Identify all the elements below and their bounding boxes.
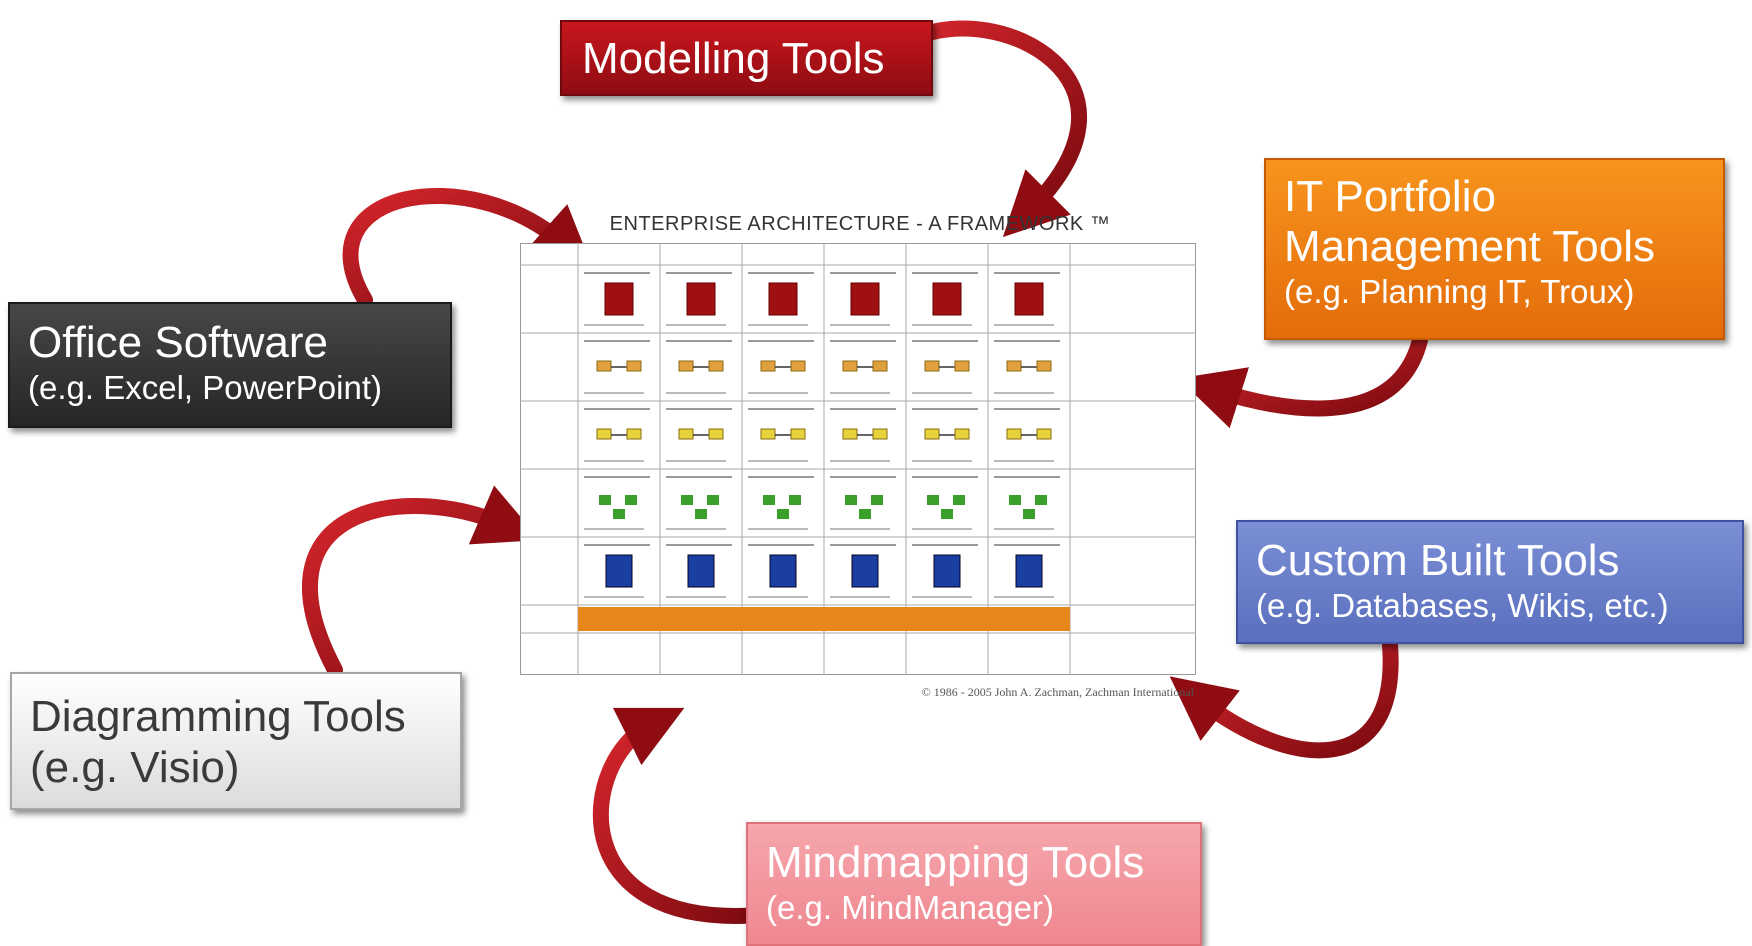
mindmapping-tools-title: Mindmapping Tools bbox=[766, 838, 1145, 887]
cell-shape-icon bbox=[1036, 360, 1052, 372]
it-portfolio-box: IT Portfolio Management Tools (e.g. Plan… bbox=[1264, 158, 1725, 340]
cell-red-icon bbox=[850, 282, 880, 316]
custom-built-tools-box: Custom Built Tools (e.g. Databases, Wiki… bbox=[1236, 520, 1744, 644]
cell-shape-icon bbox=[760, 428, 776, 440]
cell-shape-icon bbox=[872, 360, 888, 372]
diagramming-tools-box: Diagramming Tools (e.g. Visio) bbox=[10, 672, 462, 810]
cell-blue-icon bbox=[769, 554, 797, 588]
cell-green-icon bbox=[707, 495, 719, 505]
cell-green-icon bbox=[927, 495, 939, 505]
cell-red-icon bbox=[1014, 282, 1044, 316]
office-software-subtitle: (e.g. Excel, PowerPoint) bbox=[28, 369, 382, 406]
arrow-custom-to-framework bbox=[1169, 637, 1399, 759]
cell-blue-icon bbox=[933, 554, 961, 588]
cell-green-icon bbox=[859, 509, 871, 519]
cell-green-icon bbox=[695, 509, 707, 519]
cell-blue-icon bbox=[1015, 554, 1043, 588]
cell-green-icon bbox=[625, 495, 637, 505]
it-portfolio-title-line2: Management Tools bbox=[1284, 222, 1655, 271]
arrow-diagramming-to-framework bbox=[302, 485, 541, 678]
framework-title: ENTERPRISE ARCHITECTURE - A FRAMEWORK ™ bbox=[609, 213, 1111, 235]
custom-built-tools-subtitle: (e.g. Databases, Wikis, etc.) bbox=[1256, 587, 1669, 624]
cell-green-icon bbox=[1035, 495, 1047, 505]
office-software-title: Office Software bbox=[28, 318, 328, 367]
arrow-modelling-to-framework bbox=[907, 20, 1088, 238]
modelling-tools-title: Modelling Tools bbox=[582, 34, 885, 83]
modelling-tools-box: Modelling Tools bbox=[560, 20, 933, 96]
cell-shape-icon bbox=[954, 428, 970, 440]
zachman-framework-image: ENTERPRISE ARCHITECTURE - A FRAMEWORK ™ … bbox=[520, 205, 1200, 700]
cell-red-icon bbox=[932, 282, 962, 316]
cell-green-icon bbox=[681, 495, 693, 505]
cell-shape-icon bbox=[842, 360, 858, 372]
cell-blue-icon bbox=[687, 554, 715, 588]
custom-built-tools-title: Custom Built Tools bbox=[1256, 536, 1620, 585]
cell-shape-icon bbox=[842, 428, 858, 440]
office-software-box: Office Software (e.g. Excel, PowerPoint) bbox=[8, 302, 452, 428]
cell-green-icon bbox=[763, 495, 775, 505]
cell-shape-icon bbox=[760, 360, 776, 372]
cell-green-icon bbox=[599, 495, 611, 505]
cell-shape-icon bbox=[708, 360, 724, 372]
cell-green-icon bbox=[941, 509, 953, 519]
cell-red-icon bbox=[686, 282, 716, 316]
cell-green-icon bbox=[953, 495, 965, 505]
cell-red-icon bbox=[768, 282, 798, 316]
diagramming-tools-title: Diagramming Tools bbox=[30, 692, 406, 741]
cell-green-icon bbox=[613, 509, 625, 519]
framework-copyright: © 1986 - 2005 John A. Zachman, Zachman I… bbox=[921, 685, 1194, 699]
arrow-office-to-framework bbox=[342, 187, 594, 308]
cell-shape-icon bbox=[596, 428, 612, 440]
cell-shape-icon bbox=[1006, 360, 1022, 372]
cell-shape-icon bbox=[954, 360, 970, 372]
it-portfolio-title-line1: IT Portfolio bbox=[1284, 172, 1496, 221]
cell-red-icon bbox=[604, 282, 634, 316]
cell-shape-icon bbox=[626, 428, 642, 440]
cell-shape-icon bbox=[1036, 428, 1052, 440]
cell-shape-icon bbox=[1006, 428, 1022, 440]
arrow-itpm-to-framework bbox=[1178, 332, 1428, 429]
cell-green-icon bbox=[845, 495, 857, 505]
it-portfolio-subtitle: (e.g. Planning IT, Troux) bbox=[1284, 273, 1635, 310]
diagramming-tools-subtitle: (e.g. Visio) bbox=[30, 743, 240, 792]
cell-shape-icon bbox=[596, 360, 612, 372]
framework-footer-row bbox=[578, 607, 1070, 631]
arrow-mindmapping-to-framework bbox=[592, 707, 768, 924]
framework-grid bbox=[520, 243, 1196, 675]
cell-blue-icon bbox=[605, 554, 633, 588]
cell-blue-icon bbox=[851, 554, 879, 588]
mindmapping-tools-subtitle: (e.g. MindManager) bbox=[766, 889, 1054, 926]
cell-shape-icon bbox=[708, 428, 724, 440]
cell-shape-icon bbox=[924, 428, 940, 440]
cell-green-icon bbox=[871, 495, 883, 505]
cell-green-icon bbox=[1009, 495, 1021, 505]
cell-shape-icon bbox=[790, 428, 806, 440]
cell-green-icon bbox=[777, 509, 789, 519]
mindmapping-tools-box: Mindmapping Tools (e.g. MindManager) bbox=[746, 822, 1202, 946]
cell-shape-icon bbox=[678, 428, 694, 440]
cell-shape-icon bbox=[872, 428, 888, 440]
cell-green-icon bbox=[1023, 509, 1035, 519]
cell-shape-icon bbox=[924, 360, 940, 372]
cell-shape-icon bbox=[678, 360, 694, 372]
cell-green-icon bbox=[789, 495, 801, 505]
cell-shape-icon bbox=[790, 360, 806, 372]
cell-shape-icon bbox=[626, 360, 642, 372]
